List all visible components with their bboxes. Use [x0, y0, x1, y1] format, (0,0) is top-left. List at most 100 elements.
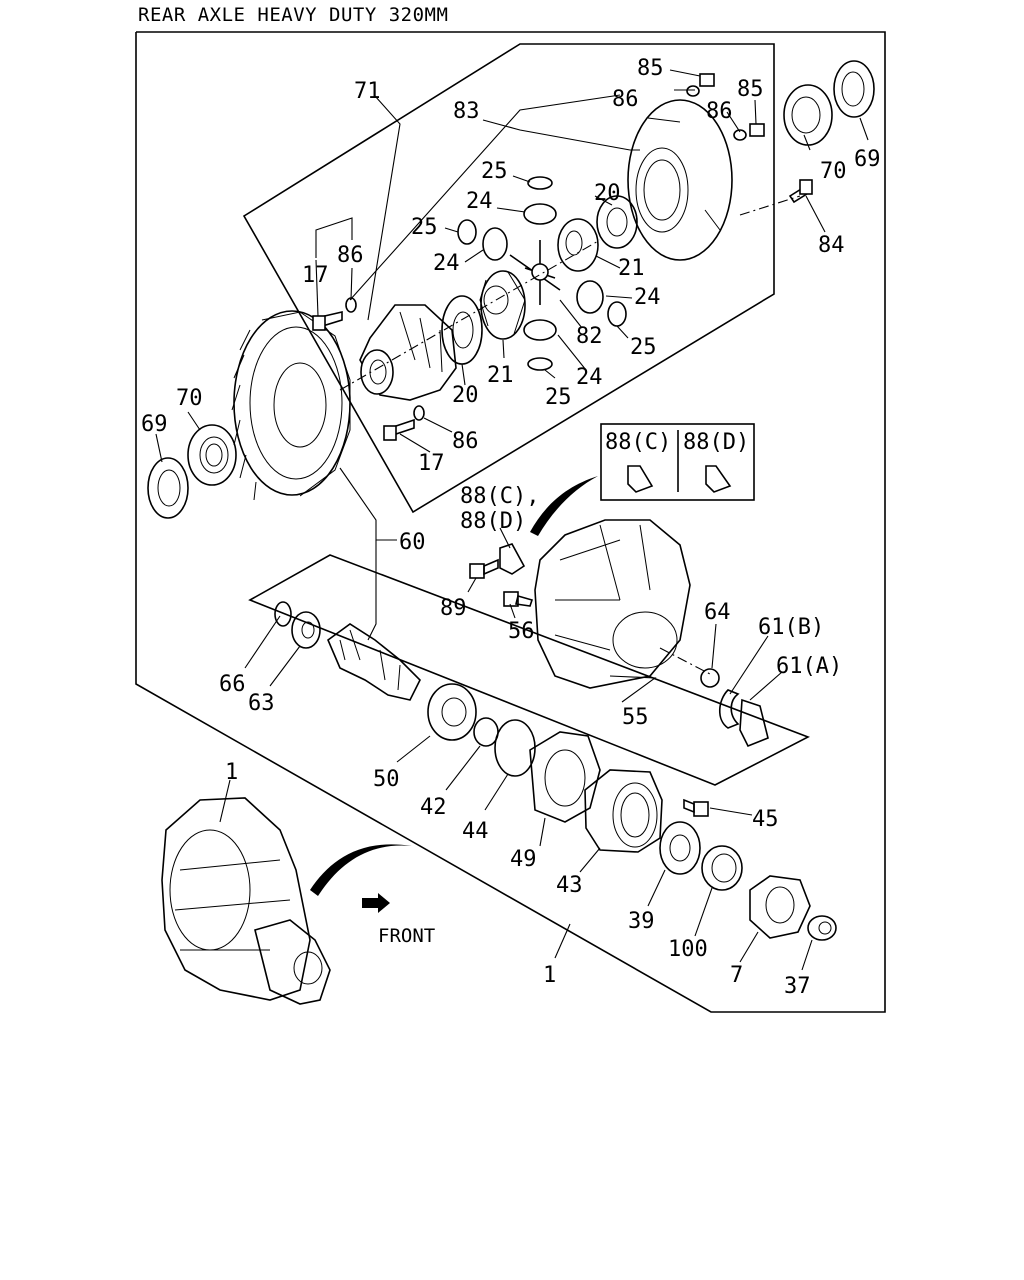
callout-88c: 88(C), [460, 484, 539, 509]
callout-21-a: 21 [618, 256, 645, 281]
drive-pinion-60 [327, 623, 421, 701]
washer-86-d [733, 129, 747, 141]
washer-25-c [607, 301, 627, 327]
callout-60: 60 [399, 530, 426, 555]
pinion-gear-24-b [482, 227, 508, 261]
callout-56: 56 [508, 619, 535, 644]
nut-85-a [699, 73, 715, 87]
adjust-nut-69-left [147, 457, 189, 519]
bolt-56 [503, 591, 534, 607]
callout-17-a: 17 [302, 263, 329, 288]
front-arrow-icon [362, 893, 390, 913]
callout-24-b: 24 [433, 251, 460, 276]
carrier-assembly-frame [248, 554, 810, 786]
ring-gear [231, 310, 351, 501]
thrust-washer-20-right [596, 195, 638, 249]
inset-curved-arrow-icon [530, 476, 598, 536]
callout-37: 37 [784, 974, 811, 999]
callout-88d: 88(D) [460, 509, 526, 534]
bolt-84 [788, 179, 813, 204]
callout-85-a: 85 [637, 56, 664, 81]
washer-86-b [413, 405, 425, 421]
washer-86-c [686, 85, 700, 97]
callout-25-c: 25 [630, 335, 657, 360]
bolt-45 [683, 798, 709, 817]
leader-lines [155, 69, 869, 971]
inset-plate-88d [705, 465, 732, 493]
side-gear-21-right [557, 218, 599, 272]
callout-25-b: 25 [411, 215, 438, 240]
callout-24-c: 24 [634, 285, 661, 310]
callout-86-a: 86 [612, 87, 639, 112]
lock-plate-61a [739, 698, 769, 748]
assembled-carrier-1 [161, 797, 331, 1005]
callout-61b: 61(B) [758, 615, 824, 640]
differential-case-right-83 [627, 99, 733, 261]
bolt-17-lower [383, 418, 415, 441]
callout-24-d: 24 [576, 365, 603, 390]
callout-7: 7 [730, 963, 743, 988]
callout-66: 66 [219, 672, 246, 697]
callout-69-left: 69 [141, 412, 168, 437]
adjust-nut-69-right [833, 60, 875, 118]
callout-1-b: 1 [543, 963, 556, 988]
callout-63: 63 [248, 691, 275, 716]
callout-89: 89 [440, 596, 467, 621]
callout-69-right: 69 [854, 147, 881, 172]
inset-label-88d: 88(D) [683, 430, 749, 455]
companion-flange-7 [749, 875, 811, 939]
side-gear-21-left [479, 270, 526, 340]
thrust-washer-20-left [441, 295, 483, 365]
callout-83: 83 [453, 99, 480, 124]
pinion-gear-24-d [523, 319, 557, 341]
curved-arrow-icon [310, 844, 412, 896]
inset-label-88c: 88(C) [605, 430, 671, 455]
bearing-50 [427, 683, 477, 741]
pinion-gear-24-a [523, 203, 557, 225]
callout-64: 64 [704, 600, 731, 625]
outer-frame [135, 31, 886, 1013]
callout-24-a: 24 [466, 189, 493, 214]
callout-25-d: 25 [545, 385, 572, 410]
callout-84: 84 [818, 233, 845, 258]
callout-82: 82 [576, 324, 603, 349]
spacer-42 [473, 717, 499, 747]
spider-cross-82 [509, 240, 561, 305]
bearing-70-left [187, 424, 237, 486]
bearing-39 [659, 821, 701, 875]
callout-39: 39 [628, 909, 655, 934]
bolt-17-upper [312, 310, 343, 331]
washer-25-d [527, 357, 553, 371]
nut-85-b [749, 123, 765, 137]
bolt-89 [469, 558, 499, 579]
inset-box-88 [600, 423, 755, 501]
callout-17-b: 17 [418, 451, 445, 476]
gasket-49 [529, 731, 601, 823]
diagram-title: REAR AXLE HEAVY DUTY 320MM [138, 4, 449, 26]
lock-plate-61b [718, 689, 740, 729]
callout-49: 49 [510, 847, 537, 872]
callout-70-right: 70 [820, 159, 847, 184]
callout-86-b: 86 [706, 99, 733, 124]
callout-labels: 7 1 83 85 86 86 85 70 69 84 25 20 24 25 8… [141, 56, 881, 999]
differential-case-left [359, 304, 457, 401]
callout-44: 44 [462, 819, 489, 844]
callout-86-d: 86 [452, 429, 479, 454]
o-ring-44 [494, 719, 536, 777]
snap-ring-66 [274, 601, 292, 627]
washer-25-b [457, 219, 477, 245]
nut-64 [700, 668, 720, 688]
callout-45: 45 [752, 807, 779, 832]
callout-21-b: 21 [487, 363, 514, 388]
callout-61a: 61(A) [776, 654, 842, 679]
callout-100: 100 [668, 937, 708, 962]
bearing-retainer-43 [584, 769, 663, 853]
differential-case-frame [242, 43, 775, 514]
callout-20-b: 20 [452, 383, 479, 408]
callout-85-b: 85 [737, 77, 764, 102]
callout-25-a: 25 [481, 159, 508, 184]
callout-70-left: 70 [176, 386, 203, 411]
front-label: FRONT [378, 925, 435, 947]
callout-86-c: 86 [337, 243, 364, 268]
